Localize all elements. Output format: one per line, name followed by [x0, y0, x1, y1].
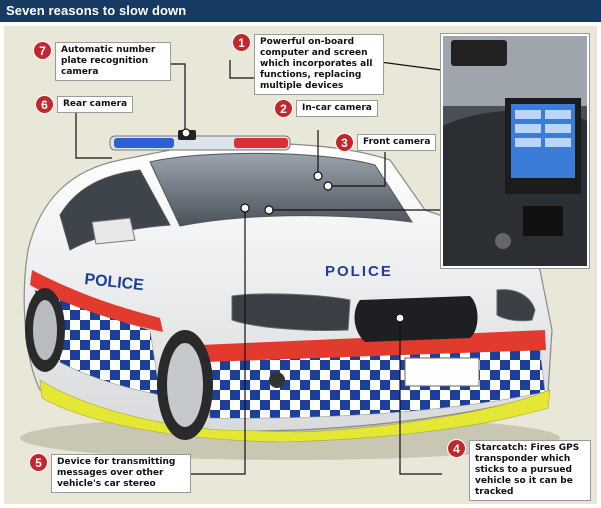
callout-5: 5 Device for transmitting messages over … [30, 454, 191, 493]
callout-2-badge: 2 [275, 100, 292, 117]
callout-6-badge: 6 [36, 96, 53, 113]
headlight-right [496, 289, 536, 322]
side-red-stripe [30, 270, 163, 332]
light-bar-red [234, 138, 288, 148]
callout-1: 1 Powerful on-board computer and screen … [233, 34, 384, 95]
light-bar-blue [114, 138, 174, 148]
leader-4 [399, 318, 442, 475]
callout-2: 2 In-car camera [275, 100, 378, 117]
callout-6: 6 Rear camera [36, 96, 134, 113]
front-grille [354, 296, 478, 342]
side-police-text: POLICE [84, 271, 145, 294]
callout-5-badge: 5 [30, 454, 47, 471]
callout-5-label: Device for transmitting messages over ot… [51, 454, 191, 493]
bonnet-police-text: POLICE [325, 263, 393, 280]
callout-1-badge: 1 [233, 34, 250, 51]
side-mirror [91, 217, 136, 245]
header-bar: Seven reasons to slow down [0, 0, 601, 22]
page-title: Seven reasons to slow down [6, 3, 187, 18]
leader-lines [75, 59, 442, 475]
interior-photo [443, 36, 587, 267]
side-window [59, 169, 171, 251]
callout-1-label: Powerful on-board computer and screen wh… [254, 34, 384, 95]
callout-3-badge: 3 [336, 134, 353, 151]
number-plate [404, 357, 480, 387]
callout-7-badge: 7 [34, 42, 51, 59]
callout-7-label: Automatic number plate recognition camer… [55, 42, 171, 81]
callout-4: 4 Starcatch: Fires GPS transponder which… [448, 440, 591, 501]
headlight-left [231, 293, 351, 332]
leader-1 [229, 60, 255, 79]
callout-3-label: Front camera [357, 134, 437, 151]
interior-inset-frame [441, 34, 589, 268]
callout-4-badge: 4 [448, 440, 465, 457]
windscreen [149, 152, 414, 227]
leader-5 [190, 208, 246, 475]
callout-7: 7 Automatic number plate recognition cam… [34, 42, 171, 81]
callout-2-label: In-car camera [296, 100, 378, 117]
leader-3 [328, 152, 386, 187]
callout-3: 3 Front camera [336, 134, 437, 151]
fog-light [269, 372, 285, 388]
leader-endpoints [181, 128, 405, 323]
leader-6 [75, 112, 112, 159]
callout-6-label: Rear camera [57, 96, 134, 113]
rear-wheel-rim [33, 300, 57, 360]
front-wheel-rim [167, 343, 203, 427]
callout-4-label: Starcatch: Fires GPS transponder which s… [469, 440, 591, 501]
